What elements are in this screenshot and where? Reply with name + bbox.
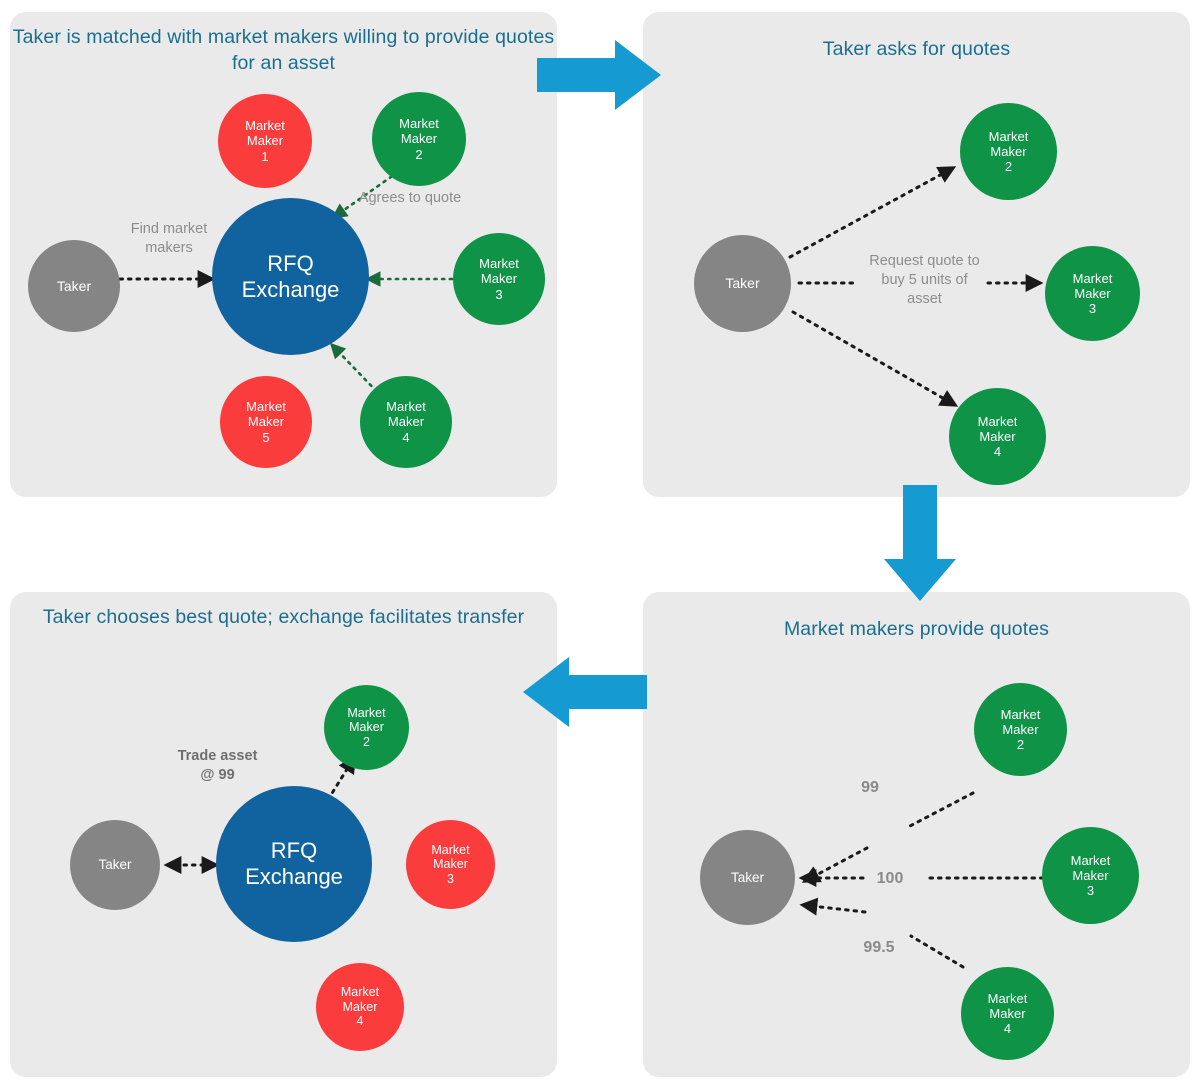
node-market-maker-4-label: Market Maker 4 xyxy=(340,985,380,1029)
panel-step-1: Taker is matched with market makers will… xyxy=(10,12,557,497)
panel-1-title: Taker is matched with market makers will… xyxy=(12,26,555,74)
find-market-makers-label: Find market makers xyxy=(130,221,208,256)
node-market-maker-3-label: Market Maker 3 xyxy=(1072,270,1113,317)
node-taker[interactable]: Taker xyxy=(28,240,120,332)
node-market-maker-3[interactable]: Market Maker 3 xyxy=(1045,246,1140,341)
node-market-maker-4-label: Market Maker 4 xyxy=(977,413,1018,460)
quote-from-mm2-label: 99 xyxy=(861,779,879,796)
agrees-to-quote-label: Agrees to quote xyxy=(358,190,462,206)
node-market-maker-2[interactable]: Market Maker 2 xyxy=(372,92,466,186)
trade-asset-label: Trade asset @ 99 xyxy=(177,748,258,783)
panel-step-4: Taker chooses best quote; exchange facil… xyxy=(10,592,557,1077)
edge-mm4-to-taker-lower xyxy=(909,934,965,969)
panel-2-title: Taker asks for quotes xyxy=(822,38,1011,60)
edge-mm4-to-taker-upper xyxy=(799,897,867,916)
node-market-maker-2-label: Market Maker 2 xyxy=(399,116,439,162)
node-taker[interactable]: Taker xyxy=(700,830,795,925)
node-market-maker-3-label: Market Maker 3 xyxy=(1070,852,1111,899)
node-market-maker-1[interactable]: Market Maker 1 xyxy=(218,94,312,188)
node-taker-label: Taker xyxy=(725,275,760,292)
edge-mm2-to-exchange xyxy=(331,170,400,219)
node-market-maker-2-label: Market Maker 2 xyxy=(988,128,1029,175)
node-rfq-exchange-label: RFQ Exchange xyxy=(241,250,340,302)
node-market-maker-2-label: Market Maker 2 xyxy=(1000,706,1041,753)
panel-4-connectors xyxy=(798,791,1045,969)
node-market-maker-5[interactable]: Market Maker 5 xyxy=(220,376,312,468)
node-market-maker-5-label: Market Maker 5 xyxy=(246,399,286,445)
node-market-maker-2[interactable]: Market Maker 2 xyxy=(974,683,1067,776)
edge-taker-to-mm4 xyxy=(791,310,959,407)
node-market-maker-4[interactable]: Market Maker 4 xyxy=(961,967,1054,1060)
node-rfq-exchange[interactable]: RFQ Exchange xyxy=(216,786,372,942)
node-market-maker-1-label: Market Maker 1 xyxy=(245,118,285,164)
panel-2-connectors xyxy=(788,166,1044,407)
flow-arrow-left-bottom xyxy=(523,657,647,727)
node-market-maker-3[interactable]: Market Maker 3 xyxy=(1042,827,1139,924)
node-rfq-exchange-label: RFQ Exchange xyxy=(245,838,343,889)
node-market-maker-3-label: Market Maker 3 xyxy=(431,842,470,886)
node-market-maker-4[interactable]: Market Maker 4 xyxy=(949,388,1046,485)
edge-mm2-to-taker-upper xyxy=(908,791,975,828)
flow-arrow-down-right xyxy=(884,485,956,601)
node-market-maker-2-label: Market Maker 2 xyxy=(347,705,386,749)
panel-step-3: Market makers provide quotes Taker xyxy=(643,592,1190,1077)
edge-mm2-to-taker-lower xyxy=(801,846,869,883)
node-market-maker-2[interactable]: Market Maker 2 xyxy=(324,685,409,770)
request-quote-label: Request quote to buy 5 units of asset xyxy=(869,253,980,307)
panel-4-title: Market makers provide quotes xyxy=(783,618,1050,640)
panel-step-2: Taker asks for quotes Taker Market Maker… xyxy=(643,12,1190,497)
node-rfq-exchange[interactable]: RFQ Exchange xyxy=(212,198,369,355)
node-taker-label: Taker xyxy=(730,869,764,885)
quote-from-mm3-label: 100 xyxy=(876,870,904,887)
edge-taker-to-mm2 xyxy=(788,166,957,259)
panel-1-connectors xyxy=(118,170,454,399)
node-market-maker-3[interactable]: Market Maker 3 xyxy=(453,233,545,325)
node-market-maker-4-label: Market Maker 4 xyxy=(987,990,1028,1037)
node-market-maker-3-label: Market Maker 3 xyxy=(479,256,519,302)
node-market-maker-2[interactable]: Market Maker 2 xyxy=(960,103,1057,200)
node-market-maker-4-label: Market Maker 4 xyxy=(386,399,426,445)
node-taker-label: Taker xyxy=(56,277,92,294)
node-taker[interactable]: Taker xyxy=(694,235,791,332)
node-taker-label: Taker xyxy=(98,857,132,873)
node-taker[interactable]: Taker xyxy=(70,820,160,910)
flow-arrow-right-top xyxy=(537,40,661,110)
quote-from-mm4-label: 99.5 xyxy=(863,939,895,956)
panel-3-title: Taker chooses best quote; exchange facil… xyxy=(42,606,525,628)
node-market-maker-4[interactable]: Market Maker 4 xyxy=(360,376,452,468)
node-market-maker-3[interactable]: Market Maker 3 xyxy=(406,820,495,909)
node-market-maker-4[interactable]: Market Maker 4 xyxy=(316,963,404,1051)
